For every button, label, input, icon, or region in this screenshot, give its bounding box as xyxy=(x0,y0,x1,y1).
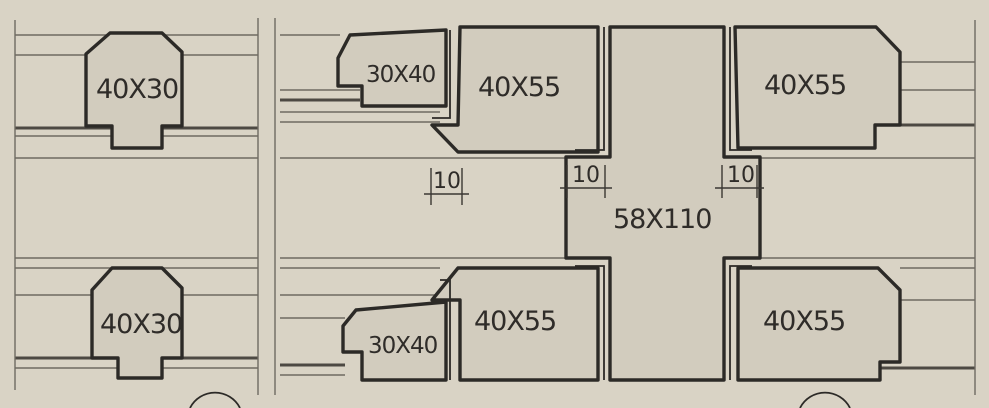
label-beam-bottom-right: 40X55 xyxy=(763,306,845,337)
beam-top-small-outline xyxy=(336,28,448,108)
dimension-center-right xyxy=(715,165,764,198)
center-column-outline xyxy=(564,25,762,382)
column-bottom-left-outline xyxy=(90,266,184,380)
column-top-left-outline xyxy=(84,31,184,150)
beam-bottom-mid-inner-line xyxy=(440,279,451,380)
label-beam-bottom-mid: 40X55 xyxy=(474,306,556,337)
grid-marker-left xyxy=(189,391,241,408)
center-column-gap-right-top xyxy=(729,27,752,151)
label-dimension-center-left: 10 xyxy=(572,163,600,188)
beam-bottom-small-outline xyxy=(341,300,448,382)
label-dimension-center-right: 10 xyxy=(727,163,755,188)
label-beam-top-right: 40X55 xyxy=(764,70,846,101)
dimension-center-left xyxy=(560,165,612,198)
label-beam-top-mid: 40X55 xyxy=(478,72,560,103)
label-beam-top-small: 30X40 xyxy=(366,62,436,88)
beam-top-mid-outline xyxy=(430,25,600,154)
dimension-left xyxy=(424,168,469,205)
center-column-gap-left-top xyxy=(575,27,605,151)
label-center-column: 58X110 xyxy=(613,204,711,235)
label-column-bottom-left: 40X30 xyxy=(100,309,182,340)
beam-bottom-mid-outline xyxy=(430,266,600,382)
center-column-gap-right-bottom xyxy=(729,265,752,380)
label-beam-bottom-small: 30X40 xyxy=(368,333,438,359)
vertical-grid-lines xyxy=(14,18,976,395)
label-column-top-left: 40X30 xyxy=(96,74,178,105)
center-column-gap-left-bottom xyxy=(575,265,605,380)
beam-top-right-outline xyxy=(733,25,902,150)
beam-top-mid-inner-line xyxy=(432,30,451,119)
beam-bottom-right-outline xyxy=(736,266,902,382)
grid-marker-right xyxy=(799,391,851,408)
label-dimension-left: 10 xyxy=(433,169,461,194)
